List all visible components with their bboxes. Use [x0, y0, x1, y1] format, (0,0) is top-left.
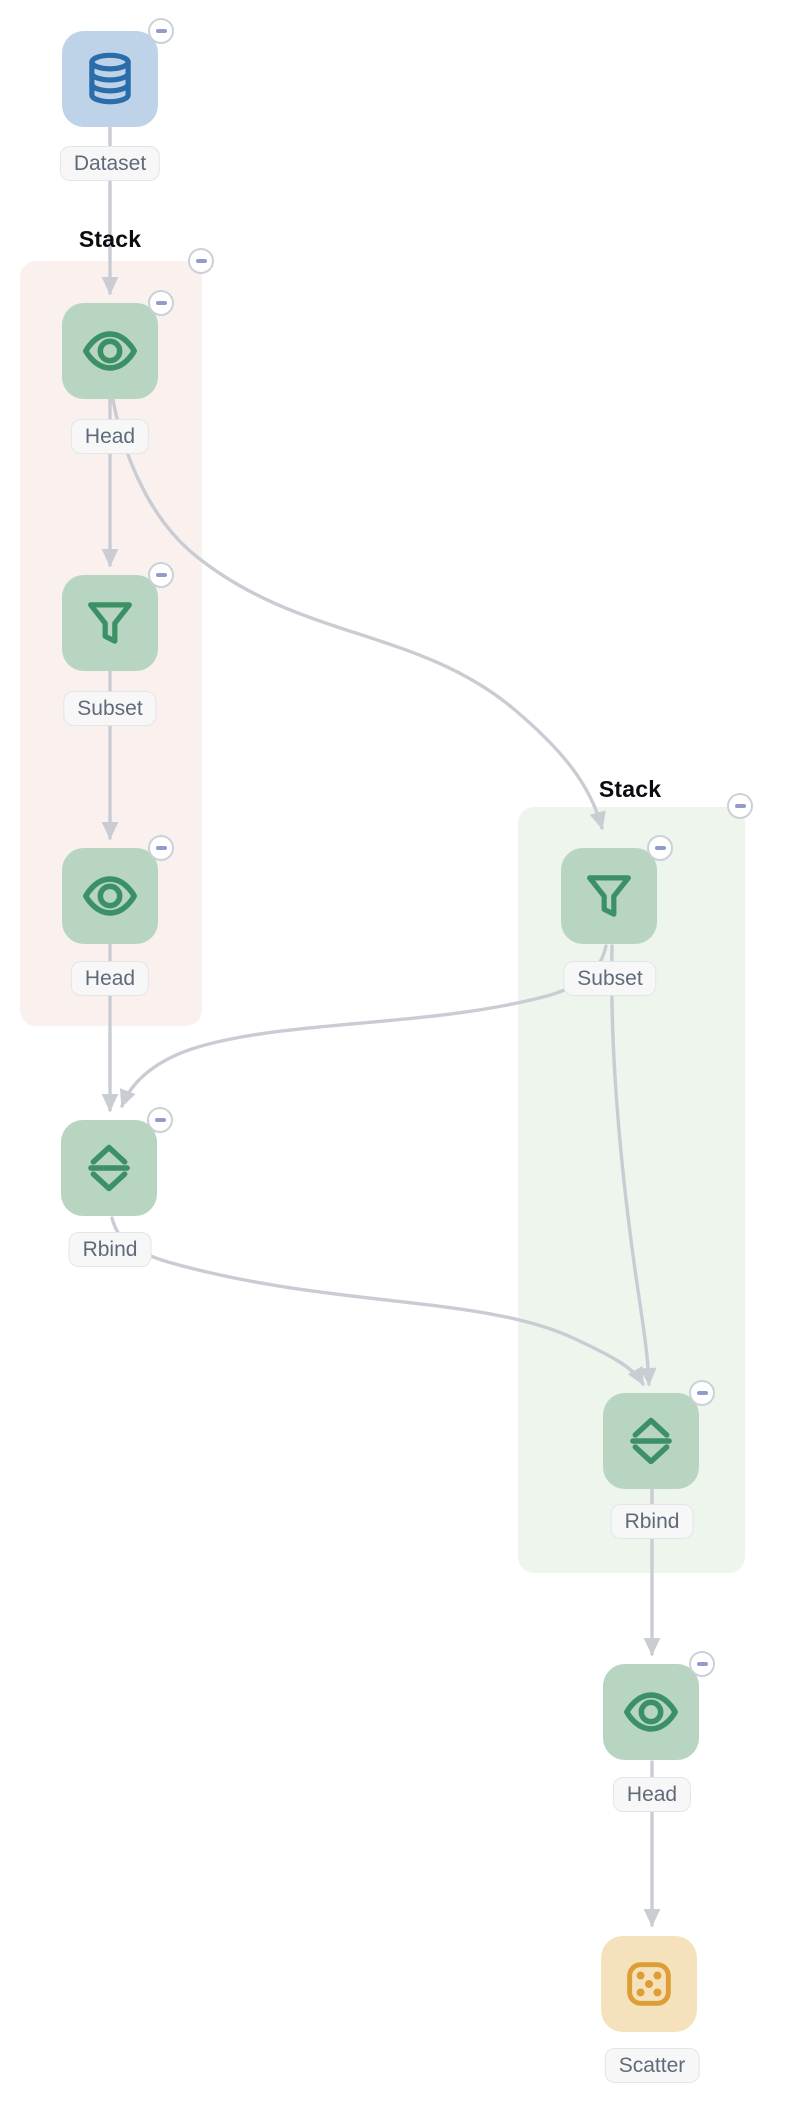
collapse-node-rbind-1-button[interactable] — [147, 1107, 173, 1133]
edge-rbind1-rbind2 — [110, 1216, 645, 1386]
collapse-node-subset-1-button[interactable] — [148, 562, 174, 588]
minus-icon — [154, 1118, 166, 1122]
minus-icon — [734, 804, 746, 808]
collapse-node-head-2-button[interactable] — [148, 835, 174, 861]
minus-icon — [155, 29, 167, 33]
collapse-node-dataset-button[interactable] — [148, 18, 174, 44]
node-label-subset-1[interactable]: Subset — [63, 691, 157, 726]
edge-subset2-rbind1 — [119, 944, 608, 1108]
minus-icon — [155, 301, 167, 305]
node-rbind-2[interactable] — [603, 1393, 699, 1489]
dice-icon — [627, 1962, 671, 2006]
minus-icon — [195, 259, 207, 263]
collapse-node-subset-2-button[interactable] — [647, 835, 673, 861]
node-subset-1[interactable] — [62, 575, 158, 671]
collapse-node-rbind-2-button[interactable] — [689, 1380, 715, 1406]
rbind-icon — [88, 1144, 130, 1192]
node-head-3[interactable] — [603, 1664, 699, 1760]
collapse-group-stack-2-button[interactable] — [727, 793, 753, 819]
minus-icon — [696, 1662, 708, 1666]
database-icon — [89, 52, 131, 105]
funnel-icon — [587, 875, 631, 917]
node-label-head-2[interactable]: Head — [70, 961, 150, 996]
node-label-head-1[interactable]: Head — [70, 419, 150, 454]
minus-icon — [155, 846, 167, 850]
eye-icon — [83, 876, 137, 916]
collapse-group-stack-1-button[interactable] — [188, 248, 214, 274]
collapse-node-head-1-button[interactable] — [148, 290, 174, 316]
node-dataset[interactable] — [62, 31, 158, 127]
node-head-1[interactable] — [62, 303, 158, 399]
collapse-node-head-3-button[interactable] — [689, 1651, 715, 1677]
node-label-subset-2[interactable]: Subset — [563, 961, 657, 996]
node-subset-2[interactable] — [561, 848, 657, 944]
node-label-rbind-1[interactable]: Rbind — [68, 1232, 152, 1267]
node-head-2[interactable] — [62, 848, 158, 944]
group-title-stack-2: Stack — [598, 776, 662, 802]
edge-subset2-rbind2 — [609, 944, 657, 1386]
eye-icon — [624, 1692, 678, 1732]
node-label-head-3[interactable]: Head — [612, 1777, 692, 1812]
edge-head1-subset2 — [111, 398, 606, 830]
funnel-icon — [88, 602, 132, 644]
minus-icon — [696, 1391, 708, 1395]
node-label-dataset[interactable]: Dataset — [59, 146, 161, 181]
node-rbind-1[interactable] — [61, 1120, 157, 1216]
node-label-rbind-2[interactable]: Rbind — [610, 1504, 694, 1539]
minus-icon — [654, 846, 666, 850]
group-title-stack-1: Stack — [78, 226, 142, 252]
minus-icon — [155, 573, 167, 577]
eye-icon — [83, 331, 137, 371]
rbind-icon — [630, 1417, 672, 1465]
node-label-scatter[interactable]: Scatter — [604, 2048, 700, 2083]
node-scatter[interactable] — [601, 1936, 697, 2032]
